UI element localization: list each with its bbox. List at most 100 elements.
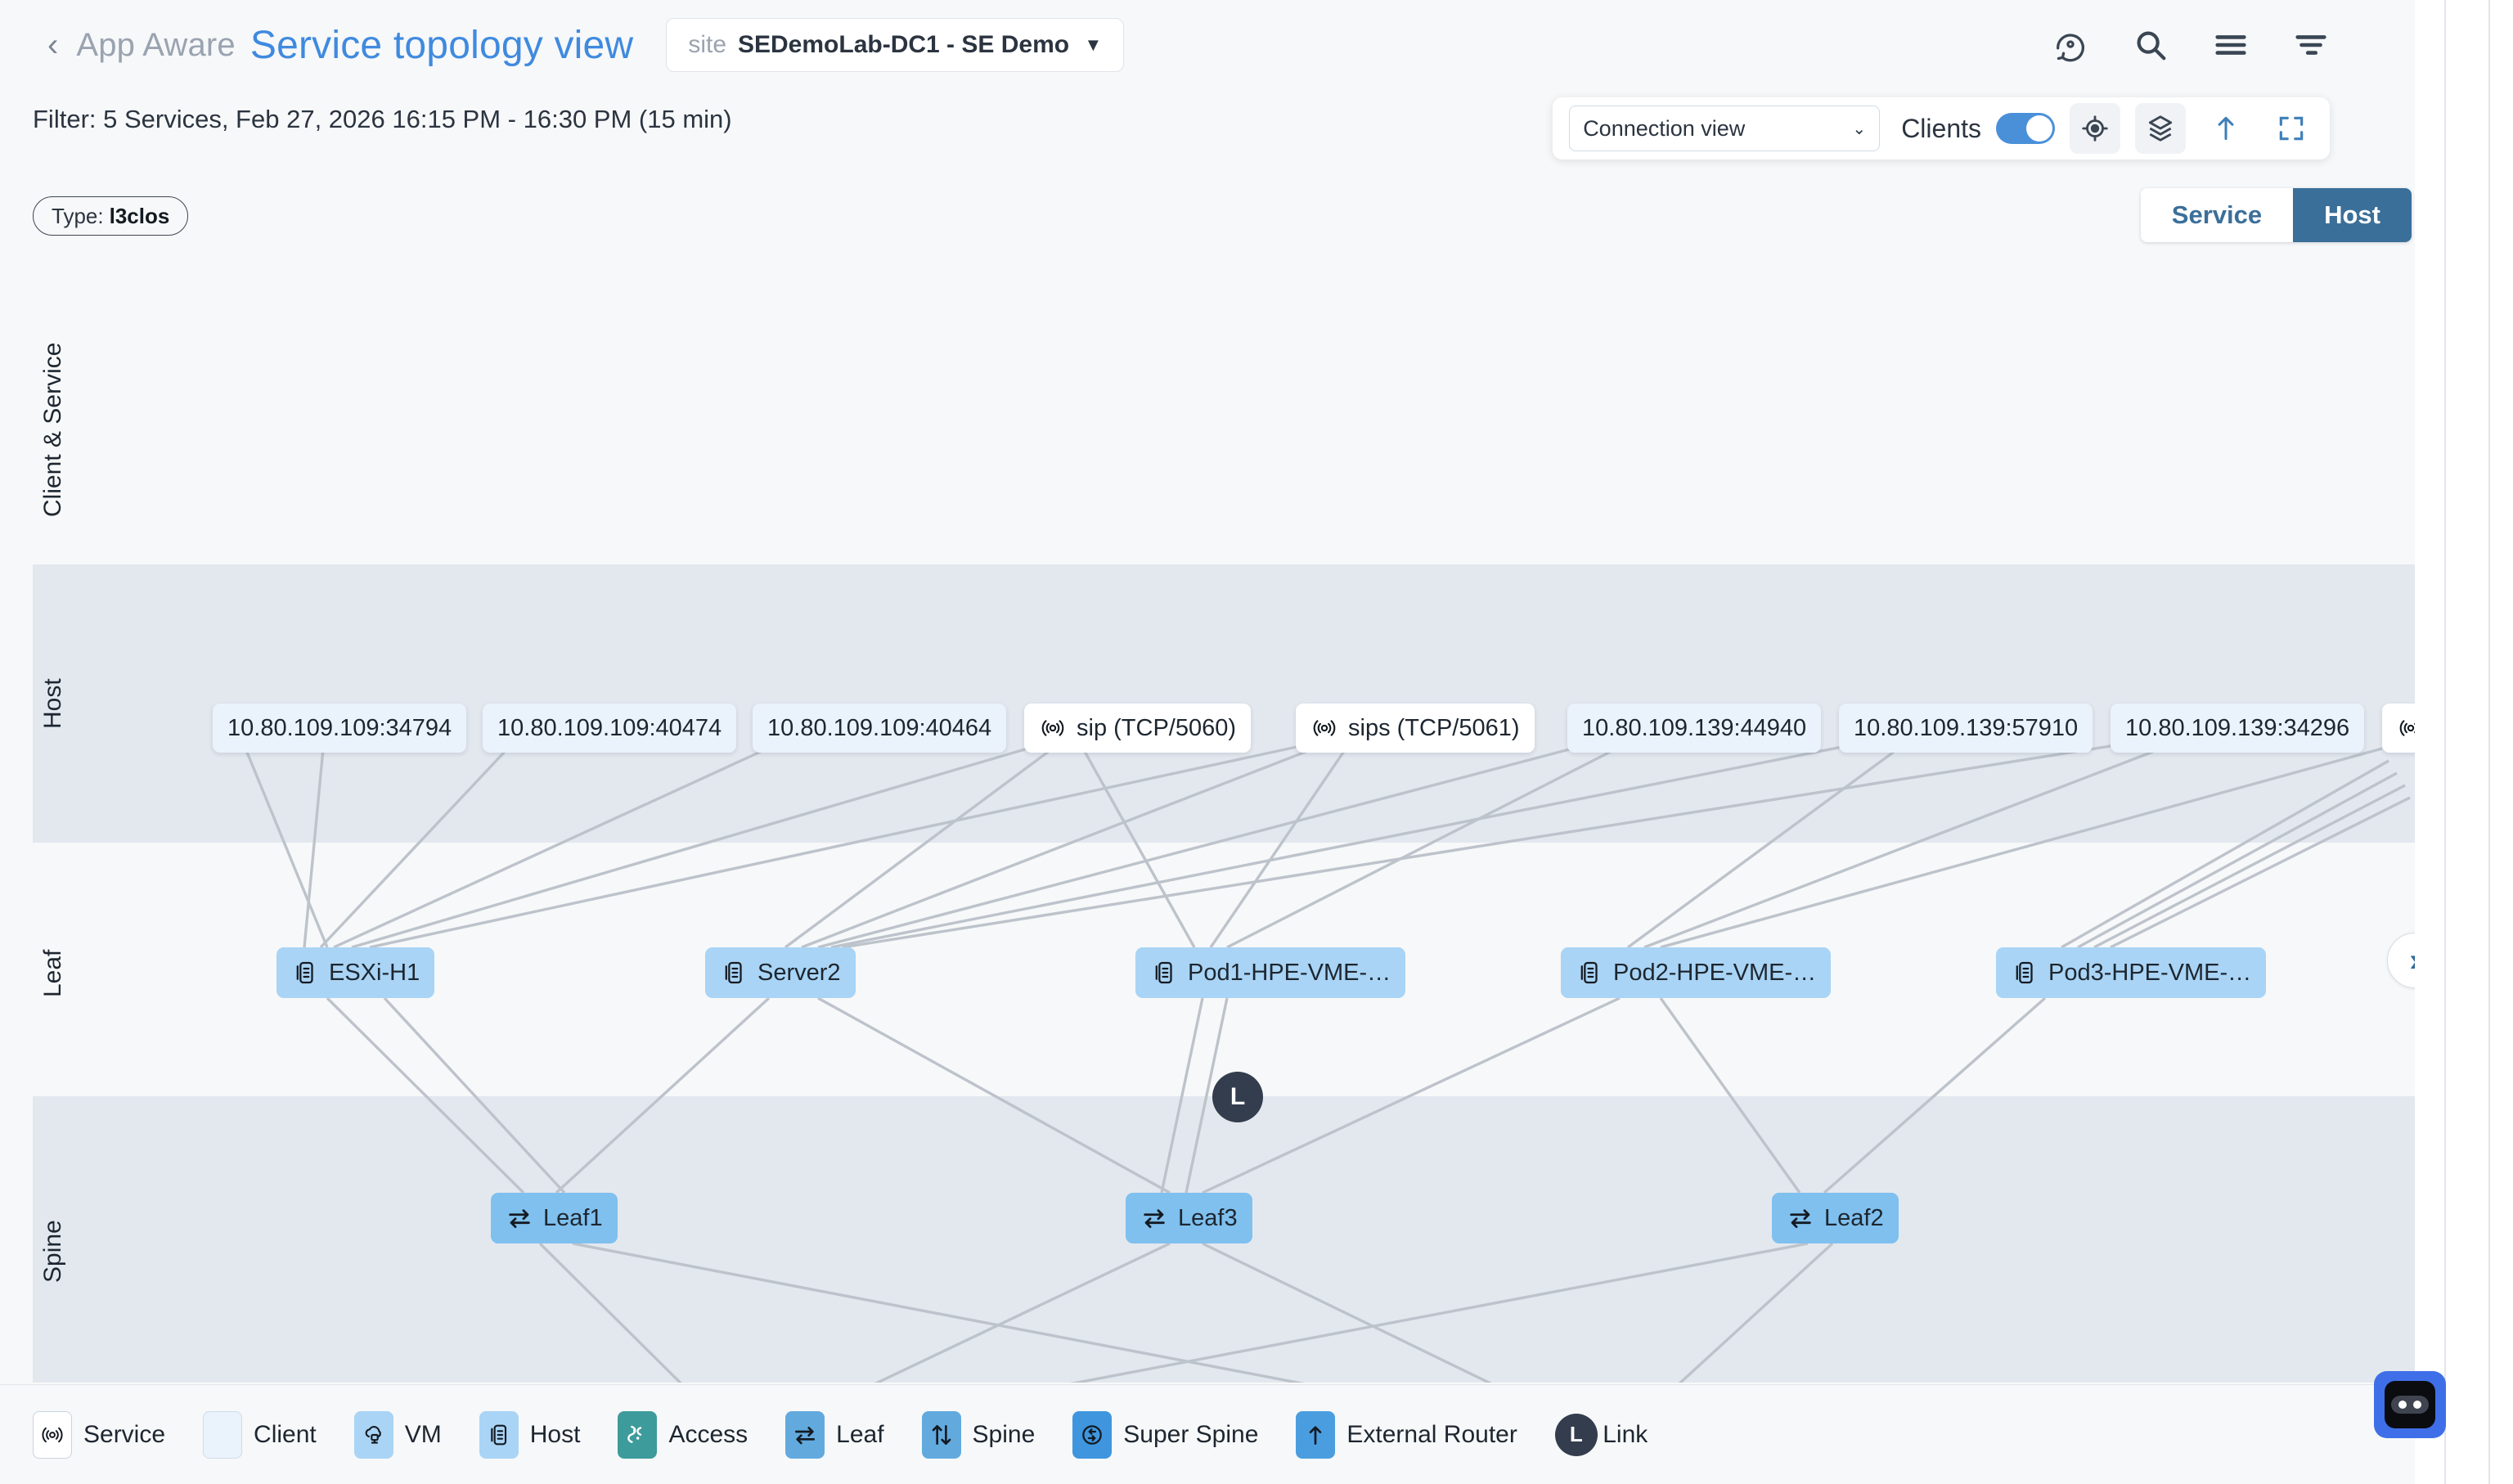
topology-edge (321, 740, 515, 947)
type-chip-value: l3clos (110, 204, 170, 229)
client-node[interactable]: 10.80.109.139:44940 (1567, 704, 1821, 753)
legend-label: Super Spine (1123, 1421, 1258, 1449)
legend-item: External Router (1296, 1411, 1517, 1459)
clients-toggle[interactable] (1996, 113, 2055, 144)
node-label: Leaf1 (543, 1205, 603, 1232)
leaf-switch-icon (785, 1411, 825, 1459)
node-label: ESXi-H1 (329, 960, 420, 987)
topology-edge (818, 740, 1603, 947)
breadcrumb-parent[interactable]: App Aware (76, 27, 236, 64)
tab-host[interactable]: Host (2293, 188, 2412, 242)
topology-edge (2094, 785, 2405, 947)
legend-label: Spine (973, 1421, 1036, 1449)
topology-edge (2078, 773, 2397, 947)
node-label: 10.80.109.109:34794 (227, 715, 452, 742)
node-label: 10.80.109.139:44940 (1582, 715, 1806, 742)
legend-label: Host (530, 1421, 581, 1449)
back-chevron-icon[interactable]: ‹ (47, 29, 58, 61)
host-node[interactable]: ESXi-H1 (276, 947, 434, 998)
node-label: sip (TCP/5060) (1077, 715, 1236, 742)
right-gutter (2415, 0, 2513, 1484)
arrow-up-icon[interactable] (2201, 103, 2251, 154)
topology-edge (1824, 998, 2045, 1193)
host-node[interactable]: Pod2-HPE-VME-… (1561, 947, 1831, 998)
history-refresh-icon[interactable] (2052, 26, 2089, 64)
gutter-divider-2 (2488, 0, 2490, 1484)
topology-edge (818, 998, 1170, 1193)
spine-arrows-icon (922, 1411, 961, 1459)
robot-eye-left (2398, 1401, 2407, 1409)
topology-edge (843, 740, 2147, 947)
legend-item: VM (354, 1411, 442, 1459)
legend-bar: ServiceClientVMHostAccessLeafSpineSuper … (0, 1384, 2415, 1484)
chevron-down-icon: ⌄ (1852, 119, 1866, 139)
type-chip[interactable]: Type: l3clos (33, 196, 188, 236)
fullscreen-icon[interactable] (2266, 103, 2317, 154)
service-radar-icon (2397, 714, 2415, 742)
leaf-node[interactable]: Leaf2 (1772, 1193, 1899, 1243)
site-selector[interactable]: site SEDemoLab-DC1 - SE Demo ▼ (666, 18, 1124, 72)
access-icon (618, 1411, 657, 1459)
topology-canvas[interactable]: Client & Service Host Leaf Spine 10.80.1… (0, 270, 2415, 1383)
host-server-icon (1150, 959, 1178, 987)
node-label: Pod1-HPE-VME-… (1188, 960, 1391, 987)
service-node[interactable] (2382, 704, 2415, 753)
topology-edge (540, 1243, 736, 1383)
chat-assistant-button[interactable] (2374, 1371, 2446, 1438)
legend-label: External Router (1346, 1421, 1517, 1449)
search-icon[interactable] (2132, 26, 2169, 64)
topology-edge (556, 998, 769, 1193)
filter-icon[interactable] (2292, 26, 2330, 64)
service-node[interactable]: sips (TCP/5061) (1296, 704, 1535, 753)
node-label: Pod3-HPE-VME-… (2048, 960, 2251, 987)
host-node[interactable]: Pod1-HPE-VME-… (1135, 947, 1405, 998)
topology-edge (1661, 998, 1800, 1193)
legend-item: Access (618, 1411, 748, 1459)
node-label: Pod2-HPE-VME-… (1613, 960, 1816, 987)
host-node[interactable]: Server2 (705, 947, 856, 998)
service-radar-icon (1310, 714, 1338, 742)
connection-view-select[interactable]: Connection view ⌄ (1569, 106, 1880, 151)
top-bar-icons (2052, 0, 2415, 90)
topology-edge (1227, 743, 1628, 947)
host-server-icon (291, 959, 319, 987)
view-controls: Connection view ⌄ Clients (1553, 97, 2330, 160)
legend-label: Access (668, 1421, 748, 1449)
client-node[interactable]: 10.80.109.109:34794 (213, 704, 466, 753)
site-selector-value: SEDemoLab-DC1 - SE Demo (738, 31, 1069, 59)
topology-edge (802, 740, 1335, 947)
legend-swatch-lag: L (1555, 1414, 1598, 1456)
layers-icon[interactable] (2135, 103, 2186, 154)
robot-face-icon (2385, 1381, 2435, 1428)
legend-item: LLag Link (1555, 1421, 1648, 1449)
type-chip-key: Type: (52, 204, 104, 229)
topology-edge (1162, 998, 1203, 1193)
client-node[interactable]: 10.80.109.109:40464 (753, 704, 1006, 753)
legend-label: Leaf (836, 1421, 883, 1449)
host-server-icon (479, 1411, 519, 1459)
legend-item: Host (479, 1411, 581, 1459)
service-node[interactable]: sip (TCP/5060) (1024, 704, 1251, 753)
leaf-switch-icon (1787, 1204, 1814, 1232)
client-node[interactable]: 10.80.109.139:34296 (2111, 704, 2364, 753)
topology-edge (761, 1243, 1170, 1383)
client-node[interactable]: 10.80.109.109:40474 (483, 704, 736, 753)
topology-edge (384, 998, 564, 1193)
client-node[interactable]: 10.80.109.139:57910 (1839, 704, 2093, 753)
leaf-node[interactable]: Leaf3 (1126, 1193, 1252, 1243)
tab-service[interactable]: Service (2141, 188, 2293, 242)
service-radar-icon (33, 1411, 72, 1459)
lag-link-node[interactable]: L (1212, 1072, 1263, 1122)
legend-swatch-client (203, 1411, 242, 1459)
node-label: 10.80.109.139:57910 (1854, 715, 2078, 742)
topology-edge (2111, 798, 2410, 947)
filter-row: Filter: 5 Services, Feb 27, 2026 16:15 P… (0, 90, 2415, 160)
connection-view-value: Connection view (1583, 116, 1745, 142)
arrow-up-icon (1296, 1411, 1335, 1459)
menu-icon[interactable] (2212, 26, 2250, 64)
topology-edge (785, 740, 1063, 947)
leaf-node[interactable]: Leaf1 (491, 1193, 618, 1243)
target-icon[interactable] (2070, 103, 2120, 154)
topology-edge (1211, 743, 1350, 947)
host-node[interactable]: Pod3-HPE-VME-… (1996, 947, 2266, 998)
